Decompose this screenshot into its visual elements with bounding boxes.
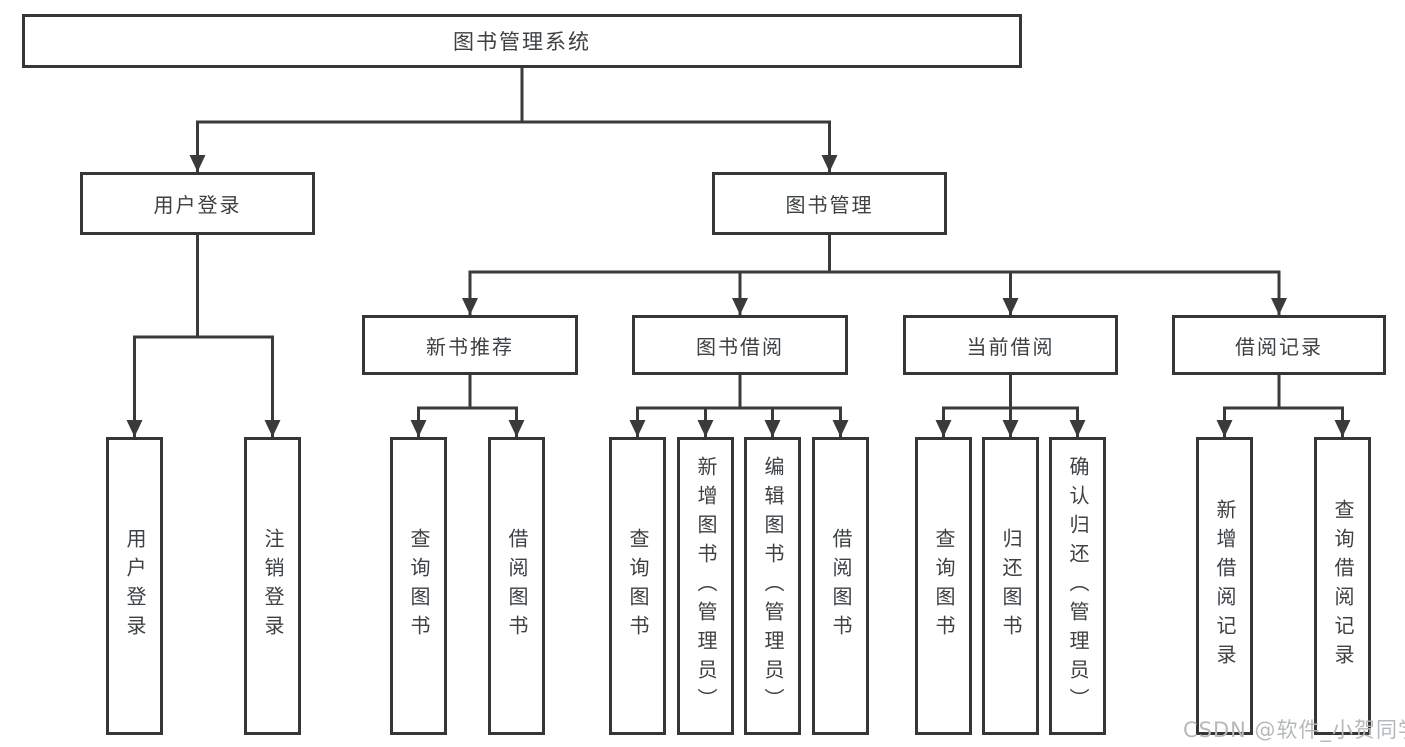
node-label: 归还图书	[999, 528, 1023, 644]
node-book-management-branch: 图书管理	[712, 172, 947, 235]
leaf-borrow-books-recommend: 借阅图书	[488, 437, 545, 735]
node-book-borrowing: 图书借阅	[632, 315, 848, 375]
node-label: 借阅图书	[505, 528, 529, 644]
leaf-logout: 注销登录	[244, 437, 301, 735]
leaf-query-books-current: 查询图书	[915, 437, 972, 735]
node-label: 借阅图书	[829, 528, 853, 644]
leaf-user-login: 用户登录	[106, 437, 163, 735]
node-label: 查询图书	[932, 528, 956, 644]
node-label: 图书管理系统	[453, 30, 591, 54]
node-label: 新增图书（管理员）	[694, 455, 718, 717]
leaf-query-books-recommend: 查询图书	[390, 437, 447, 735]
node-label: 查询借阅记录	[1331, 499, 1355, 673]
node-label: 查询图书	[626, 528, 650, 644]
node-current-borrowing: 当前借阅	[903, 315, 1118, 375]
node-label: 新增借阅记录	[1213, 499, 1237, 673]
leaf-add-borrow-record: 新增借阅记录	[1196, 437, 1253, 735]
node-label: 当前借阅	[966, 334, 1055, 359]
leaf-edit-books-admin: 编辑图书（管理员）	[744, 437, 801, 735]
node-label: 查询图书	[407, 528, 431, 644]
watermark: CSDN @软件_小贺同学	[1183, 718, 1405, 742]
leaf-return-books: 归还图书	[982, 437, 1039, 735]
leaf-add-books-admin: 新增图书（管理员）	[677, 437, 734, 735]
node-label: 新书推荐	[426, 334, 514, 359]
node-label: 注销登录	[261, 528, 285, 644]
node-label: 用户登录	[123, 528, 147, 644]
node-label: 用户登录	[153, 193, 242, 217]
node-label: 图书借阅	[696, 334, 784, 359]
leaf-query-borrow-record: 查询借阅记录	[1314, 437, 1371, 735]
leaf-borrow-books: 借阅图书	[812, 437, 869, 735]
node-label: 编辑图书（管理员）	[761, 455, 785, 717]
node-label: 借阅记录	[1235, 334, 1323, 359]
node-user-login-branch: 用户登录	[80, 172, 315, 235]
node-borrowing-records: 借阅记录	[1172, 315, 1386, 375]
node-library-management-system: 图书管理系统	[22, 14, 1022, 68]
node-new-book-recommend: 新书推荐	[362, 315, 578, 375]
node-label: 确认归还（管理员）	[1066, 455, 1090, 717]
leaf-confirm-return-admin: 确认归还（管理员）	[1049, 437, 1106, 735]
node-label: 图书管理	[785, 193, 874, 217]
leaf-query-books-borrow: 查询图书	[609, 437, 666, 735]
